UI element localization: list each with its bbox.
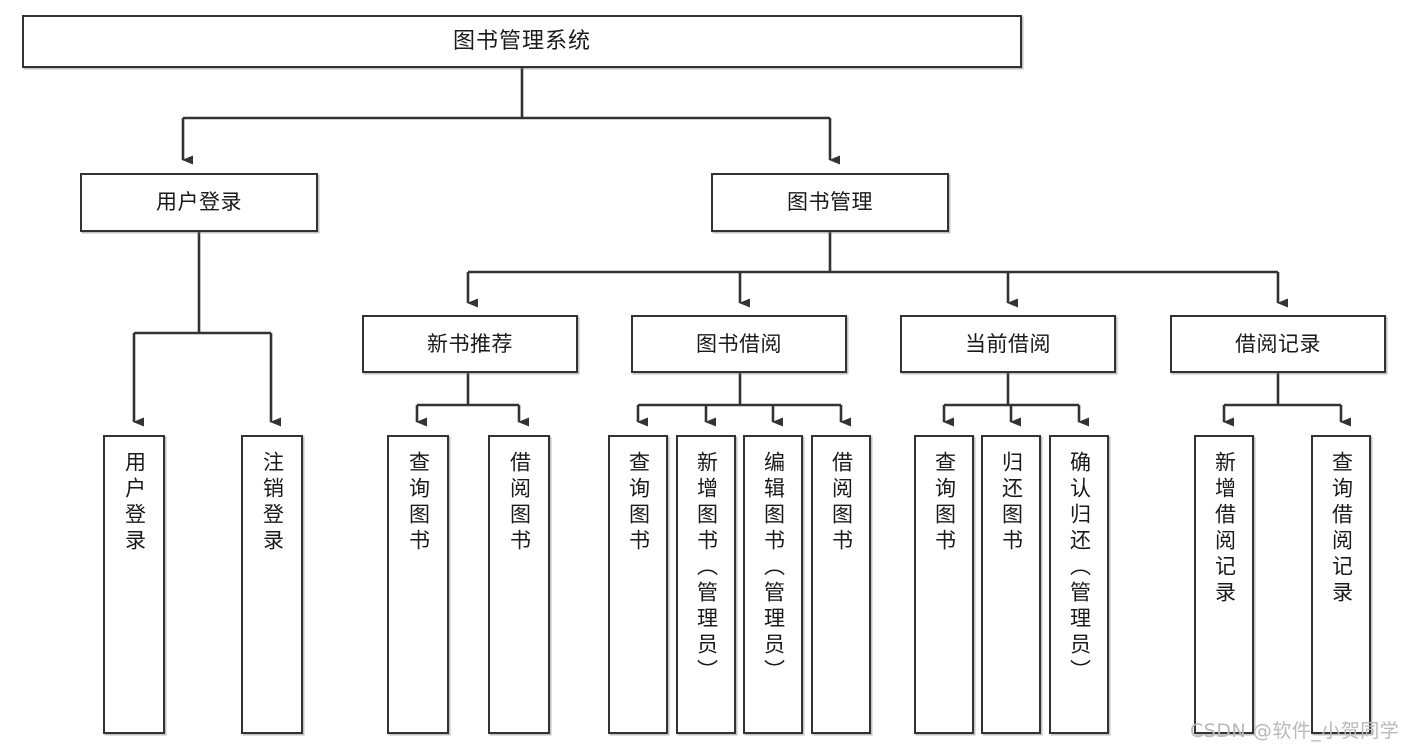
node-label: 查询借阅记录 <box>1329 451 1354 607</box>
node-label: 新书推荐 <box>427 331 513 356</box>
node-label: 图书管理 <box>787 190 873 215</box>
node-label: 查询图书 <box>406 451 431 555</box>
node-label: 编辑图书（管理员） <box>761 451 786 685</box>
node-new-book-recommend[interactable]: 新书推荐 <box>362 315 578 373</box>
node-label: 注销登录 <box>260 451 285 555</box>
node-label: 借阅记录 <box>1235 331 1321 356</box>
node-leaf-query-borrow-record[interactable]: 查询借阅记录 <box>1311 435 1371 734</box>
node-label: 查询图书 <box>932 451 957 555</box>
node-leaf-edit-book[interactable]: 编辑图书（管理员） <box>743 435 803 734</box>
node-current-borrow[interactable]: 当前借阅 <box>900 315 1116 373</box>
node-label: 归还图书 <box>999 451 1024 555</box>
node-leaf-borrow-book[interactable]: 借阅图书 <box>811 435 871 734</box>
node-label: 借阅图书 <box>829 451 854 555</box>
node-leaf-query-book-borrow[interactable]: 查询图书 <box>608 435 668 734</box>
node-leaf-add-borrow-record[interactable]: 新增借阅记录 <box>1194 435 1254 734</box>
node-label: 查询图书 <box>626 451 651 555</box>
node-leaf-user-login[interactable]: 用户登录 <box>103 435 165 734</box>
node-book-borrow[interactable]: 图书借阅 <box>631 315 847 373</box>
node-leaf-confirm-return[interactable]: 确认归还（管理员） <box>1049 435 1109 734</box>
node-leaf-user-logout[interactable]: 注销登录 <box>241 435 303 734</box>
node-label: 用户登录 <box>156 190 242 215</box>
node-leaf-query-book-current[interactable]: 查询图书 <box>914 435 974 734</box>
node-label: 图书借阅 <box>696 331 782 356</box>
node-leaf-borrow-book-recommend[interactable]: 借阅图书 <box>488 435 550 734</box>
node-label: 借阅图书 <box>507 451 532 555</box>
node-label: 当前借阅 <box>965 331 1051 356</box>
node-label: 新增图书（管理员） <box>694 451 719 685</box>
node-label: 确认归还（管理员） <box>1067 451 1092 685</box>
node-borrow-record[interactable]: 借阅记录 <box>1170 315 1386 373</box>
node-leaf-add-book[interactable]: 新增图书（管理员） <box>676 435 736 734</box>
node-label: 用户登录 <box>122 451 147 555</box>
node-label: 图书管理系统 <box>452 28 591 54</box>
node-label: 新增借阅记录 <box>1212 451 1237 607</box>
node-root-book-management-system[interactable]: 图书管理系统 <box>22 15 1022 68</box>
node-book-management[interactable]: 图书管理 <box>711 173 949 232</box>
node-leaf-query-book-recommend[interactable]: 查询图书 <box>387 435 449 734</box>
node-leaf-return-book[interactable]: 归还图书 <box>981 435 1041 734</box>
node-user-login[interactable]: 用户登录 <box>80 173 318 232</box>
